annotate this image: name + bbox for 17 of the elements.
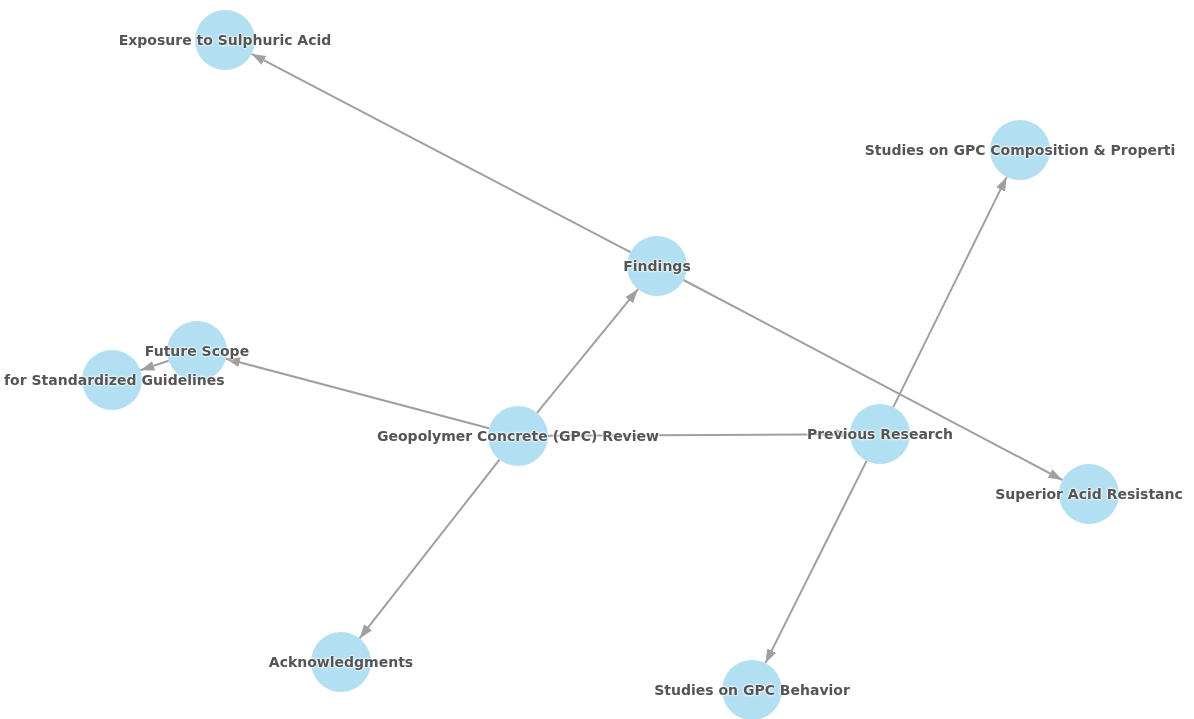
arrow — [358, 458, 501, 640]
node-label: Superior Acid Resistanc — [995, 485, 1183, 503]
arrow — [536, 288, 639, 414]
node-label: Findings — [623, 257, 691, 275]
node-label: Acknowledgments — [268, 653, 414, 671]
arrow — [892, 175, 1008, 409]
arrow — [139, 359, 170, 372]
arrow — [250, 52, 632, 254]
arrow — [682, 279, 1064, 481]
node-label: Previous Research — [806, 425, 954, 443]
node-label: Future Scope — [144, 342, 250, 360]
arrow — [225, 357, 490, 430]
arrow — [764, 459, 868, 665]
node-label: Studies on GPC Composition & Properti — [864, 141, 1176, 159]
node-label: Studies on GPC Behavior — [654, 681, 850, 699]
node-label: for Standardized Guidelines — [4, 371, 225, 389]
node-label: Exposure to Sulphuric Acid — [118, 31, 332, 49]
